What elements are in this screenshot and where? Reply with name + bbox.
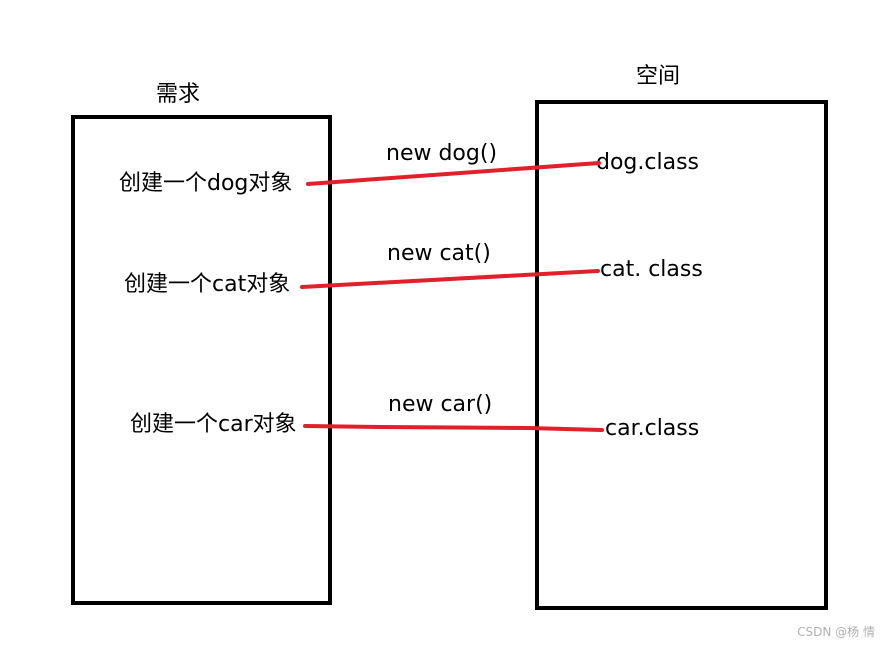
class-dog-label: dog.class [596, 150, 699, 175]
watermark: CSDN @杨 情 [797, 625, 875, 639]
operation-new-dog-label: new dog() [386, 141, 498, 166]
operation-new-car-label: new car() [388, 392, 493, 417]
class-car-label: car.class [605, 416, 700, 441]
requirements-box [71, 115, 332, 605]
requirement-cat-label: 创建一个cat对象 [124, 272, 291, 297]
operation-new-cat-label: new cat() [387, 241, 491, 266]
requirement-dog-label: 创建一个dog对象 [119, 171, 293, 196]
link-cat-line [300, 269, 600, 289]
link-car-line [303, 424, 604, 432]
link-dog-line [306, 161, 601, 186]
space-box [535, 100, 828, 610]
requirement-car-label: 创建一个car对象 [130, 412, 297, 437]
space-title: 空间 [636, 64, 681, 89]
requirements-title: 需求 [156, 82, 201, 107]
class-cat-label: cat. class [600, 257, 703, 282]
